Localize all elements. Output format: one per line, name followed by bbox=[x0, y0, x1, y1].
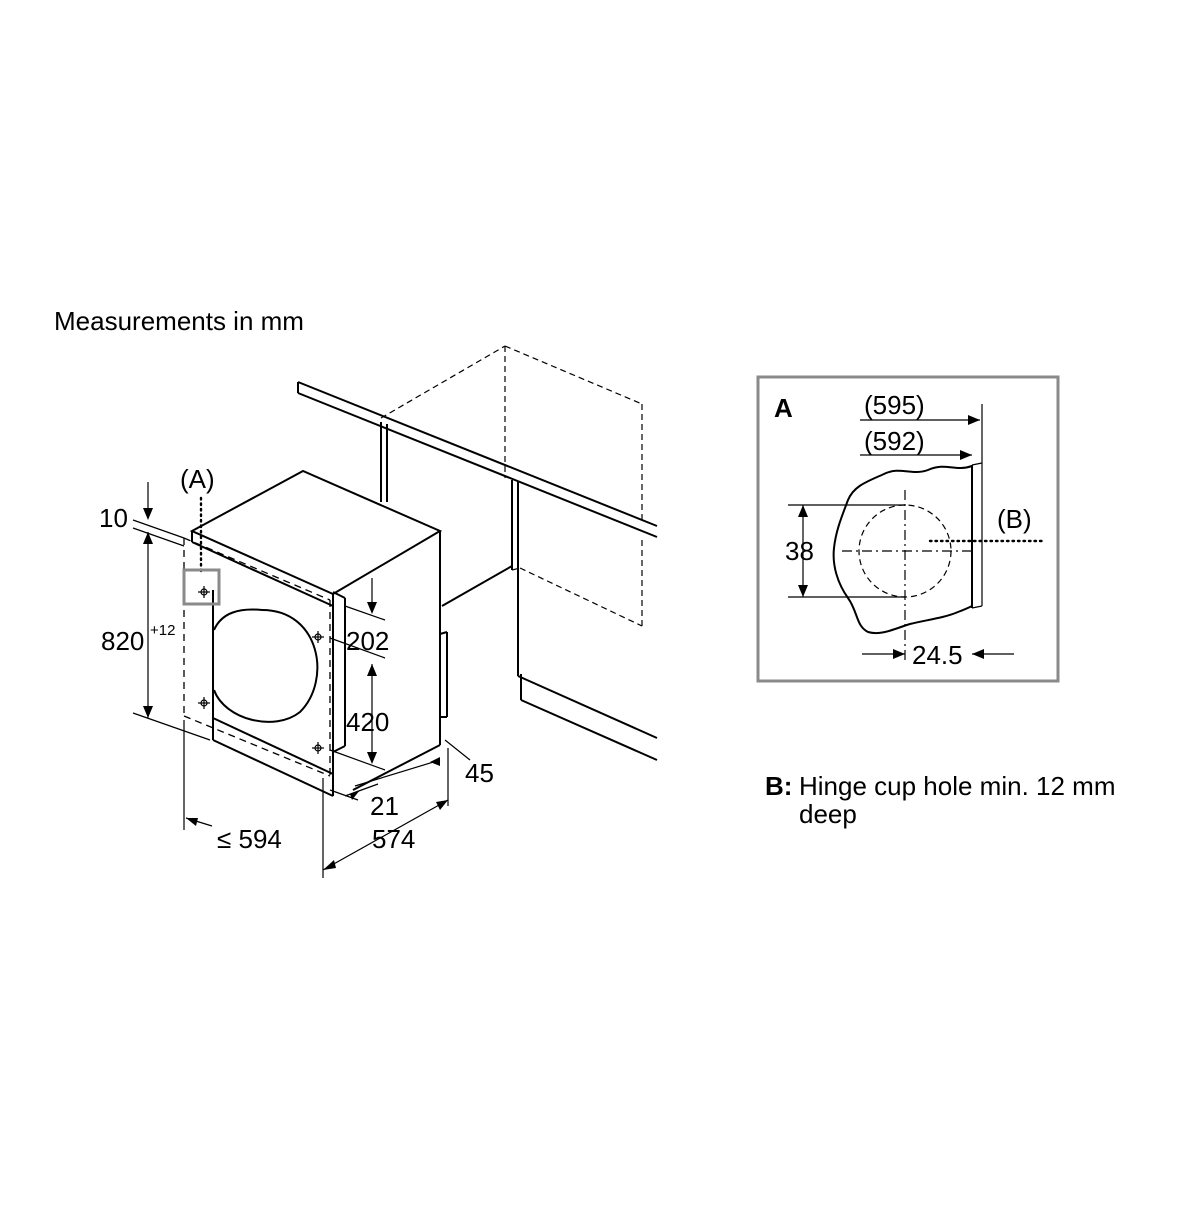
dim-592: (592) bbox=[864, 426, 925, 456]
hole-marker-b: (B) bbox=[997, 504, 1032, 534]
dim-574: 574 bbox=[372, 824, 415, 854]
legend-key: B: bbox=[765, 771, 792, 801]
cabinet-outline bbox=[297, 345, 658, 761]
dim-420: 420 bbox=[346, 707, 389, 737]
dim-820: 820 bbox=[101, 626, 144, 656]
detail-a-panel: A (595) (592) (B) 38 bbox=[756, 375, 1060, 683]
dimension-lines bbox=[132, 482, 471, 878]
legend-line-1: Hinge cup hole min. 12 mm bbox=[799, 771, 1115, 801]
detail-a-label: A bbox=[774, 393, 793, 423]
legend-line-2: deep bbox=[799, 799, 857, 829]
detail-a-marker: (A) bbox=[180, 464, 215, 494]
dim-38: 38 bbox=[785, 536, 814, 566]
dim-24-5: 24.5 bbox=[912, 640, 963, 670]
legend-b: B: Hinge cup hole min. 12 mm deep bbox=[765, 771, 1115, 829]
dim-594: ≤ 594 bbox=[217, 824, 282, 854]
dim-820-tolerance: +12 bbox=[150, 622, 175, 639]
dim-202: 202 bbox=[346, 626, 389, 656]
detail-a-frame bbox=[182, 568, 221, 606]
washing-machine bbox=[183, 469, 448, 797]
dim-45: 45 bbox=[465, 758, 494, 788]
dim-595: (595) bbox=[864, 390, 925, 420]
dim-21: 21 bbox=[370, 791, 399, 821]
dim-10: 10 bbox=[99, 503, 128, 533]
units-note: Measurements in mm bbox=[54, 306, 304, 336]
